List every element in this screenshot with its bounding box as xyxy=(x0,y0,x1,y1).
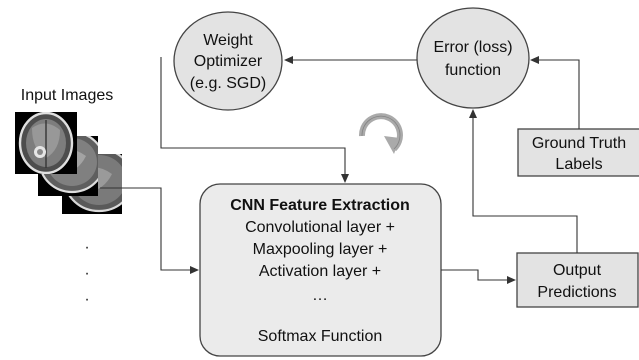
error-function-label-line2: function xyxy=(445,62,501,79)
weight-optimizer-circle xyxy=(173,11,283,111)
cnn-block-line2: Maxpooling layer + xyxy=(253,241,388,258)
input-images-ellipsis-3: · xyxy=(84,291,89,308)
cnn-block-line1: Convolutional layer + xyxy=(245,219,395,236)
ground-truth-label-line1: Ground Truth xyxy=(532,135,626,152)
arrow-cnn-to-output xyxy=(441,269,516,284)
refresh-cycle-icon xyxy=(358,113,403,154)
arrow-output-to-error xyxy=(469,109,578,253)
ground-truth-node: Ground Truth Labels xyxy=(517,128,639,177)
input-images-ellipsis-1: · xyxy=(84,239,89,256)
cnn-block-line3: Activation layer + xyxy=(259,263,381,280)
cnn-block-title: CNN Feature Extraction xyxy=(230,197,410,214)
input-images-ellipsis-2: · xyxy=(84,265,89,282)
error-function-label-line1: Error (loss) xyxy=(433,39,512,56)
cnn-feature-extraction-node: CNN Feature Extraction Convolutional lay… xyxy=(199,183,442,357)
arrow-optimizer-to-cnn xyxy=(160,57,349,183)
error-function-circle xyxy=(416,7,530,109)
arrow-ground-truth-to-error xyxy=(530,56,580,129)
weight-optimizer-label-line1: Weight xyxy=(203,32,253,49)
cnn-block-line4: … xyxy=(312,287,328,304)
ground-truth-label-line2: Labels xyxy=(555,156,602,173)
mri-scan-image-1 xyxy=(15,112,77,174)
input-images-title: Input Images xyxy=(21,87,114,104)
arrow-images-to-cnn xyxy=(100,187,199,274)
input-images-group: Input Images xyxy=(15,87,122,308)
cnn-block-line5: Softmax Function xyxy=(258,328,383,345)
weight-optimizer-node: Weight Optimizer (e.g. SGD) xyxy=(173,11,283,111)
output-predictions-label-line2: Predictions xyxy=(537,284,616,301)
weight-optimizer-label-line2: Optimizer xyxy=(194,53,263,70)
output-predictions-label-line1: Output xyxy=(553,262,602,279)
weight-optimizer-label-line3: (e.g. SGD) xyxy=(190,75,266,92)
error-function-node: Error (loss) function xyxy=(416,7,530,109)
output-predictions-node: Output Predictions xyxy=(516,252,639,308)
